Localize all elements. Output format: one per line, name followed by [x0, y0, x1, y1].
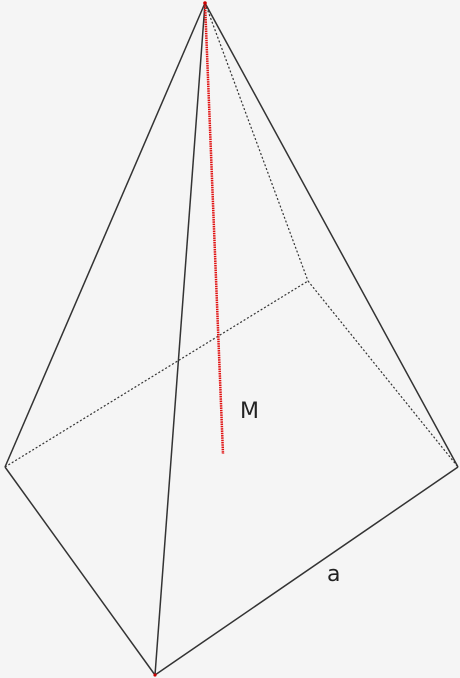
vertex-front: [153, 673, 157, 677]
hidden-edge-apex-back: [204, 2, 309, 282]
vertex-apex: [203, 1, 207, 5]
hidden-base-edge-back-right: [307, 280, 459, 468]
edge-apex-right: [204, 2, 459, 468]
base-edge-front-right: [154, 466, 459, 676]
hidden-base-edge-left-back: [4, 280, 309, 468]
edge-apex-front: [154, 2, 206, 676]
edge-apex-left: [4, 2, 206, 468]
base-edge-left-front: [4, 466, 156, 676]
label-a: a: [327, 562, 340, 587]
label-m: M: [240, 399, 259, 424]
height-segment: [203, 2, 225, 455]
